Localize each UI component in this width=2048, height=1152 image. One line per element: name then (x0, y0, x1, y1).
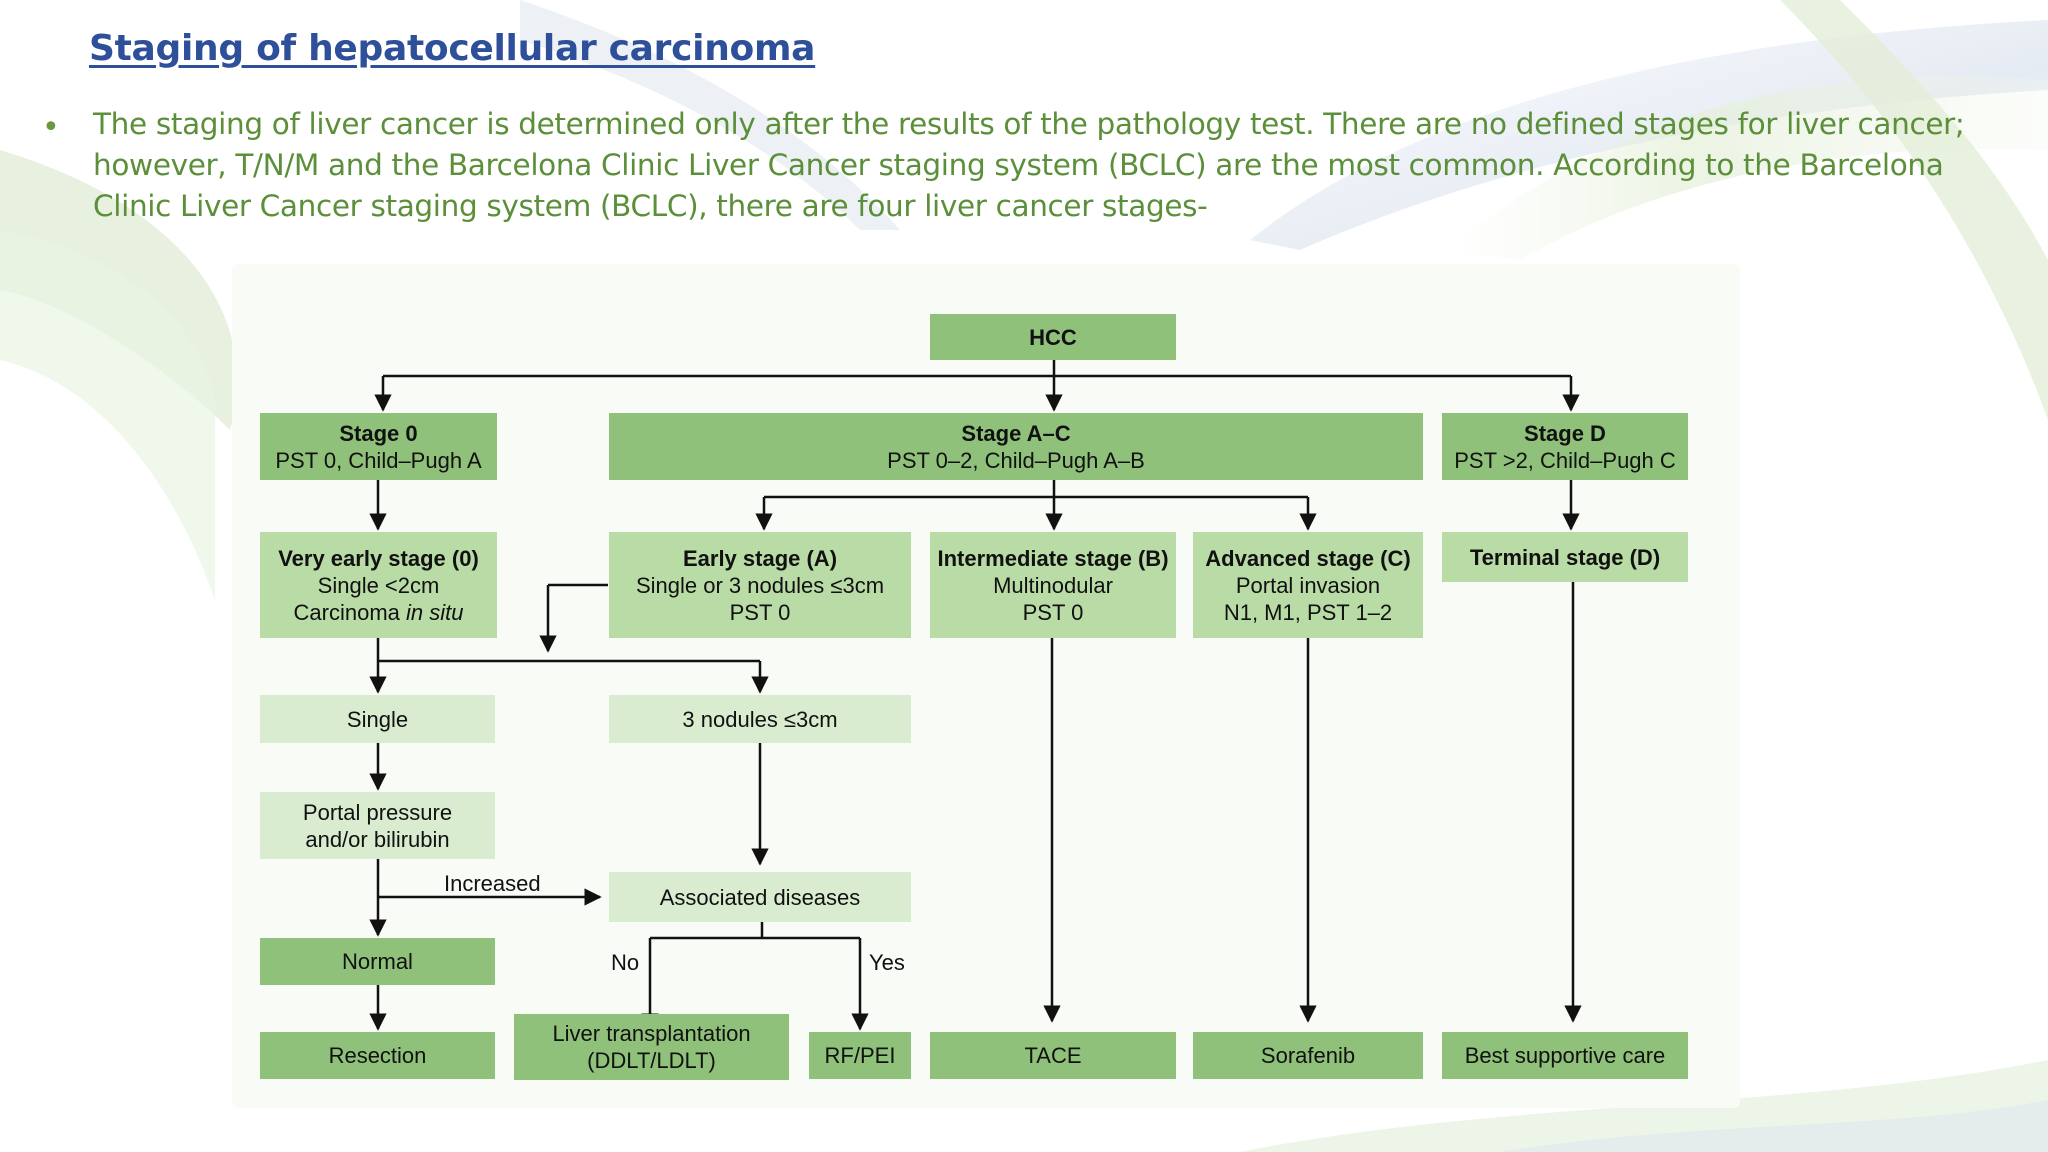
liver-transplantation-box: Liver transplantation (DDLT/LDLT) (514, 1014, 789, 1080)
sorafenib-box: Sorafenib (1193, 1032, 1423, 1079)
early-line1: Single or 3 nodules ≤3cm (635, 572, 885, 598)
advanced-line2: N1, M1, PST 1–2 (1223, 599, 1393, 625)
very-early-line2: Carcinoma in situ (293, 599, 464, 625)
liver-tx-line2: (DDLT/LDLT) (587, 1048, 716, 1073)
intermediate-title: Intermediate stage (B) (937, 545, 1169, 571)
bsc-label: Best supportive care (1464, 1043, 1666, 1068)
associated-label: Associated diseases (659, 884, 861, 910)
associated-diseases-box: Associated diseases (609, 872, 911, 922)
bullet-marker: • (42, 110, 60, 145)
stageAC-title: Stage A–C (961, 420, 1071, 446)
advanced-line1: Portal invasion (1235, 572, 1381, 598)
sorafenib-label: Sorafenib (1260, 1043, 1356, 1068)
no-label: No (611, 950, 640, 975)
portal-pressure-box: Portal pressure and/or bilirubin (260, 792, 495, 859)
slide-title: Staging of hepatocellular carcinoma (89, 28, 816, 69)
early-line2: PST 0 (729, 599, 791, 625)
portal-pressure-line1: Portal pressure (302, 799, 453, 825)
hcc-box: HCC (930, 314, 1176, 360)
terminal-title: Terminal stage (D) (1469, 544, 1661, 570)
yes-label: Yes (869, 950, 905, 975)
stageD-sub: PST >2, Child–Pugh C (1454, 447, 1676, 473)
intermediate-stage-box: Intermediate stage (B) Multinodular PST … (930, 532, 1176, 638)
increased-label: Increased (444, 871, 541, 896)
stageD-box: Stage D PST >2, Child–Pugh C (1442, 413, 1688, 480)
best-supportive-care-box: Best supportive care (1442, 1032, 1688, 1079)
early-stage-box: Early stage (A) Single or 3 nodules ≤3cm… (609, 532, 911, 638)
normal-label: Normal (342, 949, 413, 974)
advanced-stage-box: Advanced stage (C) Portal invasion N1, M… (1193, 532, 1423, 638)
early-title: Early stage (A) (682, 545, 838, 571)
stageAC-sub: PST 0–2, Child–Pugh A–B (887, 447, 1145, 473)
bullet-text: The staging of liver cancer is determine… (93, 107, 1965, 223)
three-nodules-label: 3 nodules ≤3cm (682, 706, 838, 732)
resection-label: Resection (328, 1043, 427, 1068)
liver-tx-line1: Liver transplantation (552, 1021, 751, 1046)
tace-box: TACE (930, 1032, 1176, 1079)
intermediate-line2: PST 0 (1022, 599, 1084, 625)
stageAC-box: Stage A–C PST 0–2, Child–Pugh A–B (609, 413, 1423, 480)
single-label: Single (346, 706, 409, 732)
normal-box: Normal (260, 938, 495, 985)
hcc-label: HCC (1029, 324, 1077, 350)
rfpei-box: RF/PEI (809, 1032, 911, 1079)
intermediate-line1: Multinodular (993, 572, 1113, 598)
very-early-title: Very early stage (0) (278, 545, 479, 571)
stageD-title: Stage D (1524, 420, 1606, 446)
advanced-title: Advanced stage (C) (1205, 545, 1411, 571)
stage0-box: Stage 0 PST 0, Child–Pugh A (260, 413, 497, 480)
portal-pressure-line2: and/or bilirubin (305, 826, 450, 852)
very-early-line1: Single <2cm (317, 572, 440, 598)
stage0-title: Stage 0 (339, 420, 418, 446)
rfpei-label: RF/PEI (824, 1043, 896, 1068)
tace-label: TACE (1024, 1043, 1082, 1068)
single-box: Single (260, 695, 495, 743)
very-early-stage-box: Very early stage (0) Single <2cm Carcino… (260, 532, 497, 638)
three-nodules-box: 3 nodules ≤3cm (609, 695, 911, 743)
terminal-stage-box: Terminal stage (D) (1442, 532, 1688, 582)
stage0-sub: PST 0, Child–Pugh A (275, 447, 482, 473)
resection-box: Resection (260, 1032, 495, 1079)
